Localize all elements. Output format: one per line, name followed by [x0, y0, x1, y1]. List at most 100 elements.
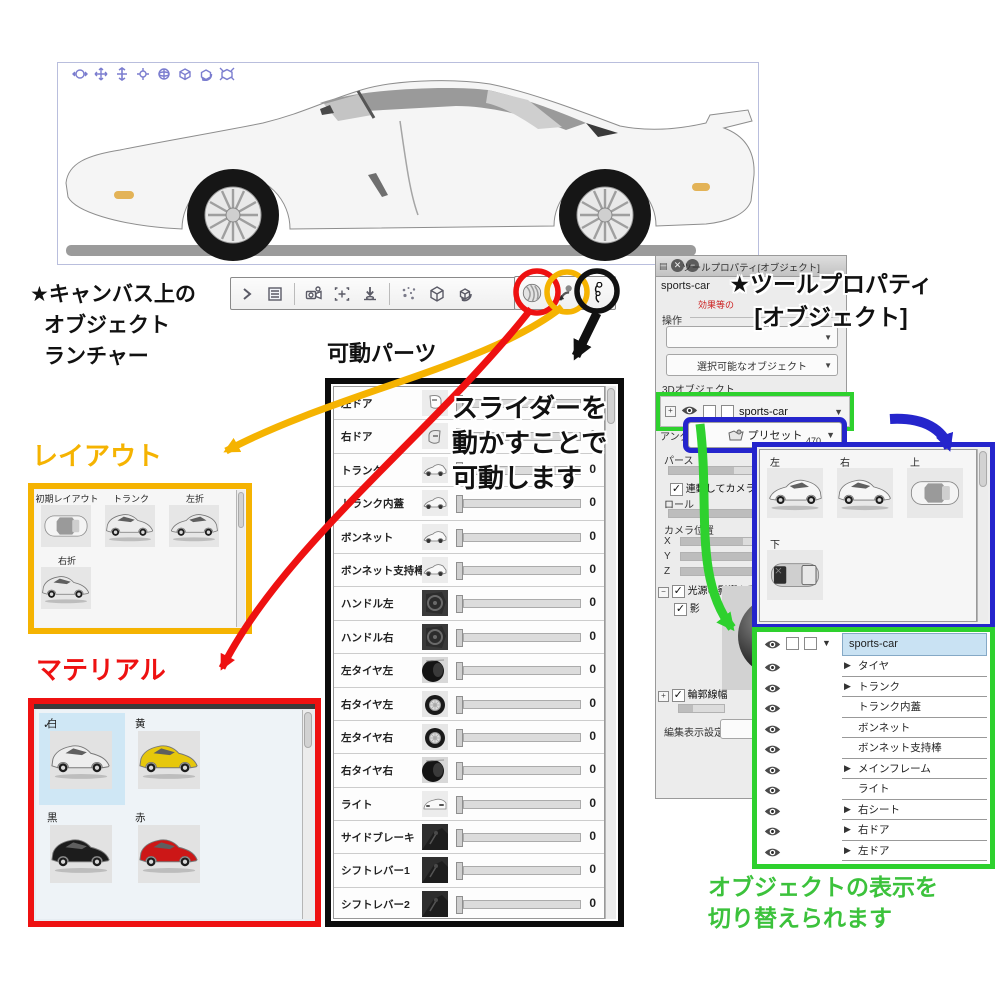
layout-icon[interactable] [553, 281, 577, 305]
scrollbar[interactable] [977, 449, 988, 622]
slider-handle[interactable] [456, 595, 463, 614]
material-item[interactable]: 黒 [39, 807, 125, 899]
visibility-eye-icon[interactable] [764, 701, 781, 719]
outline-width-slider[interactable] [678, 704, 725, 713]
object-scale-icon[interactable] [219, 67, 237, 82]
checkbox[interactable] [721, 405, 734, 418]
checkbox[interactable] [804, 637, 817, 650]
layout-item[interactable]: 右折 [35, 552, 99, 614]
object-tree-row[interactable]: ライト [758, 779, 989, 800]
scrollbar[interactable] [236, 490, 245, 627]
visibility-eye-icon[interactable] [764, 804, 781, 822]
slider-handle[interactable] [456, 561, 463, 580]
object-tree-root-row[interactable]: ▼ sports-car [758, 633, 989, 656]
visibility-eye-icon[interactable] [764, 824, 781, 842]
preset-item[interactable]: 上 [900, 450, 970, 532]
slider-handle[interactable] [456, 662, 463, 681]
preset-item-list[interactable]: 左右上下 [759, 449, 977, 622]
slider-track[interactable] [463, 499, 581, 509]
slider-track[interactable] [463, 866, 581, 876]
object-tree-row[interactable]: トランク▶ [758, 677, 989, 699]
slider-handle[interactable] [456, 695, 463, 714]
visibility-eye-icon[interactable] [764, 660, 781, 678]
expand-icon[interactable]: + [658, 691, 669, 702]
chevron-right-icon[interactable]: ▶ [844, 680, 851, 691]
object-tree-row[interactable]: タイヤ▶ [758, 656, 989, 677]
object-launcher-extension[interactable] [514, 276, 616, 310]
movable-parts-icon[interactable] [586, 281, 610, 305]
checkbox[interactable] [703, 405, 716, 418]
slider-track[interactable] [463, 766, 581, 776]
checkbox-checked[interactable]: ✓ [670, 482, 683, 496]
slider-handle[interactable] [456, 628, 463, 647]
slider-track[interactable] [463, 666, 581, 676]
slider-track[interactable] [463, 833, 581, 843]
object-tree-row[interactable]: メインフレーム▶ [758, 759, 989, 781]
layout-item[interactable]: 初期レイアウト [35, 490, 99, 552]
chevron-expanded-icon[interactable]: ▼ [822, 638, 831, 648]
object-launcher-bar[interactable] [230, 277, 516, 310]
object-tree-row[interactable]: 右シート▶ [758, 800, 989, 822]
checkbox-checked[interactable]: ✓ [671, 584, 685, 598]
focus-target-icon[interactable] [330, 282, 354, 306]
preset-item[interactable]: 左 [760, 450, 830, 532]
slider-handle[interactable] [456, 895, 463, 914]
layout-item[interactable]: トランク [99, 490, 163, 552]
visibility-eye-icon[interactable] [764, 637, 781, 655]
collapse-arrow-icon[interactable] [235, 282, 259, 306]
visibility-eye-icon[interactable] [764, 845, 781, 863]
camera-angle-icon[interactable] [302, 282, 326, 306]
outline-width-row[interactable]: + ✓ 輪郭線幅 [658, 686, 728, 702]
slider-track[interactable] [463, 899, 581, 909]
slider-handle[interactable] [456, 528, 463, 547]
slider-handle[interactable] [456, 862, 463, 881]
material-icon[interactable] [520, 281, 544, 305]
object-rotate-y-icon[interactable] [177, 67, 195, 82]
slider-handle[interactable] [456, 495, 463, 514]
shadow-row[interactable]: ✓ 影 [674, 600, 700, 616]
slider-track[interactable] [463, 565, 581, 575]
object-rotate-3d-icon[interactable] [156, 67, 174, 82]
canvas-manipulation-toolbar[interactable] [72, 67, 237, 82]
visibility-eye-icon[interactable] [764, 783, 781, 801]
object-tree-row[interactable]: ボンネット [758, 718, 989, 738]
visibility-eye-icon[interactable] [764, 742, 781, 760]
object-tree-root-label[interactable]: sports-car [842, 633, 987, 656]
material-item-list[interactable]: 白✓黄黒赤 [36, 710, 303, 919]
slider-track[interactable] [463, 532, 581, 542]
material-item[interactable]: 赤 [127, 807, 213, 899]
layout-item-list[interactable]: 初期レイアウトトランク左折右折 [35, 490, 237, 627]
object-move-icon[interactable] [135, 67, 153, 82]
visibility-eye-icon[interactable] [681, 403, 698, 421]
object-tree-row[interactable]: 右ドア▶ [758, 820, 989, 841]
checkbox-checked[interactable]: ✓ [674, 602, 687, 616]
camera-zoom-icon[interactable] [114, 67, 132, 82]
slider-handle[interactable] [456, 829, 463, 848]
scrollbar[interactable] [302, 710, 313, 919]
tool-property-titlebar[interactable]: ▤ ✕ − ツールプロパティ[オブジェクト] [656, 256, 846, 277]
chevron-right-icon[interactable]: ▶ [844, 824, 851, 834]
visibility-eye-icon[interactable] [764, 681, 781, 699]
chevron-right-icon[interactable]: ▶ [844, 660, 851, 670]
operation-dropdown[interactable]: ▼ [666, 326, 838, 348]
slider-handle[interactable] [456, 728, 463, 747]
object-tree-row[interactable]: トランク内蓋 [758, 697, 989, 718]
material-item[interactable]: 白✓ [39, 713, 125, 805]
scatter-parts-icon[interactable] [397, 282, 421, 306]
checkbox-checked[interactable]: ✓ [671, 688, 685, 702]
preset-item[interactable]: 下 [760, 532, 830, 614]
close-icon[interactable]: ✕ [671, 259, 684, 272]
scrollbar[interactable] [605, 386, 616, 919]
visibility-eye-icon[interactable] [764, 763, 781, 781]
3d-canvas[interactable] [57, 62, 759, 265]
camera-orbit-icon[interactable] [72, 67, 90, 82]
slider-track[interactable] [463, 599, 581, 609]
panel-menu-icon[interactable]: ▤ [659, 261, 668, 271]
slider-handle[interactable] [456, 762, 463, 781]
slider-track[interactable] [463, 799, 581, 809]
camera-pan-icon[interactable] [93, 67, 111, 82]
collapse-icon[interactable]: − [658, 587, 669, 598]
ground-drop-icon[interactable] [358, 282, 382, 306]
chevron-right-icon[interactable]: ▶ [844, 803, 851, 814]
